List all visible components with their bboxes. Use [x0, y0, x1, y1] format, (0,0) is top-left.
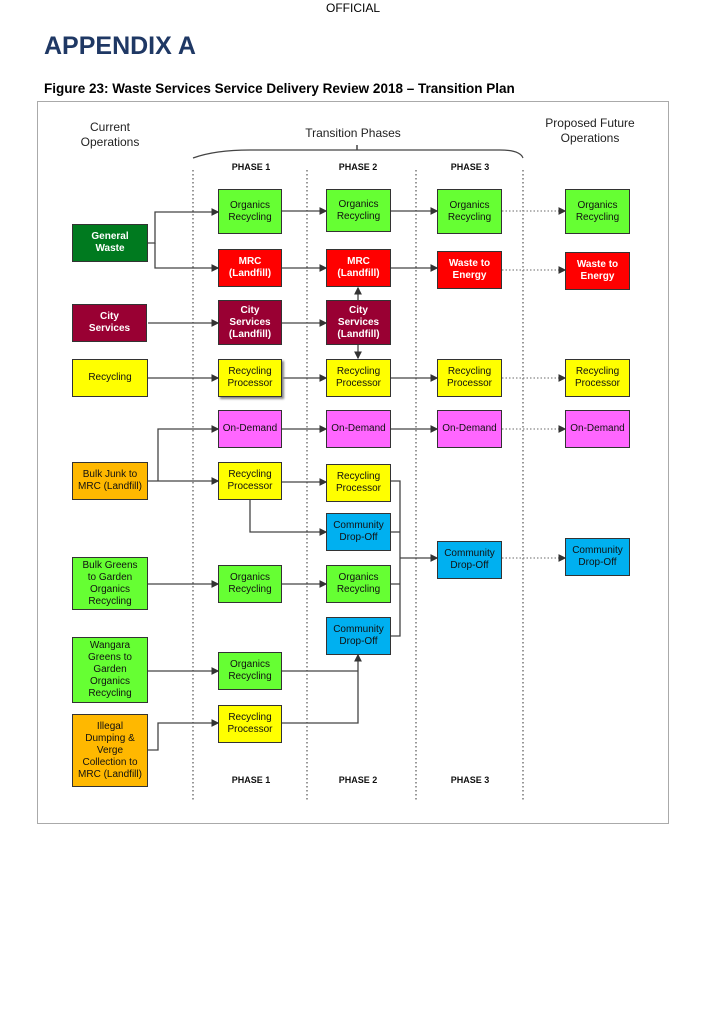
figure-frame — [37, 101, 669, 824]
connector-arrow — [148, 208, 220, 244]
box-c4-organics: Organics Recycling — [565, 189, 630, 234]
phase-1-top-label: PHASE 1 — [231, 162, 271, 172]
box-c1-organics: Organics Recycling — [218, 189, 282, 234]
box-c0-wangara: Wangara Greens to Garden Organics Recycl… — [72, 637, 148, 703]
phase-3-top-label: PHASE 3 — [450, 162, 490, 172]
box-c1-recproc3: Recycling Processor — [218, 705, 282, 743]
box-c2-cdo2: Community Drop-Off — [326, 617, 391, 655]
box-c4-recproc: Recycling Processor — [565, 359, 630, 397]
current-operations-heading: Current Operations — [80, 120, 140, 149]
connector-arrow — [148, 719, 220, 751]
box-c1-recproc2: Recycling Processor — [218, 462, 282, 500]
box-c0-bulkgreens: Bulk Greens to Garden Organics Recycling — [72, 557, 148, 610]
box-c3-cdo: Community Drop-Off — [437, 541, 502, 579]
box-c2-cdo: Community Drop-Off — [326, 513, 391, 551]
box-c0-recycling: Recycling — [72, 359, 148, 397]
box-c3-wte: Waste to Energy — [437, 251, 502, 289]
box-c0-city: City Services — [72, 304, 147, 342]
box-c3-organics: Organics Recycling — [437, 189, 502, 234]
classification-label: OFFICIAL — [325, 1, 380, 15]
page-title: APPENDIX A — [44, 32, 196, 60]
box-c2-organics: Organics Recycling — [326, 189, 391, 232]
transition-phases-heading: Transition Phases — [305, 126, 401, 140]
figure-caption: Figure 23: Waste Services Service Delive… — [44, 81, 515, 96]
phase-1-bottom-label: PHASE 1 — [231, 775, 271, 785]
box-c4-ondemand: On-Demand — [565, 410, 630, 448]
box-c1-ondemand: On-Demand — [218, 410, 282, 448]
box-c2-recproc: Recycling Processor — [326, 359, 391, 397]
box-c2-recproc2: Recycling Processor — [326, 464, 391, 502]
phase-2-top-label: PHASE 2 — [338, 162, 378, 172]
box-c1-organics2: Organics Recycling — [218, 565, 282, 603]
box-c0-bulkjunk: Bulk Junk to MRC (Landfill) — [72, 462, 148, 500]
box-c1-recproc: Recycling Processor — [218, 359, 282, 397]
connector-arrow — [157, 425, 220, 481]
box-c4-cdo: Community Drop-Off — [565, 538, 630, 576]
box-c2-ondemand: On-Demand — [326, 410, 391, 448]
box-c1-city: City Services (Landfill) — [218, 300, 282, 345]
box-c3-ondemand: On-Demand — [437, 410, 502, 448]
connector-arrow — [249, 500, 328, 536]
box-c2-mrc: MRC (Landfill) — [326, 249, 391, 287]
phase-3-bottom-label: PHASE 3 — [450, 775, 490, 785]
connector-arrow — [391, 480, 401, 637]
connector-arrow — [282, 653, 362, 724]
connector-arrow — [154, 243, 220, 272]
phase-2-bottom-label: PHASE 2 — [338, 775, 378, 785]
box-c0-illegal: Illegal Dumping & Verge Collection to MR… — [72, 714, 148, 787]
box-c4-wte: Waste to Energy — [565, 252, 630, 290]
box-c1-mrc: MRC (Landfill) — [218, 249, 282, 287]
box-c0-general: General Waste — [72, 224, 148, 262]
future-operations-heading: Proposed Future Operations — [545, 116, 635, 145]
box-c1-organics3: Organics Recycling — [218, 652, 282, 690]
transition-brace — [192, 149, 524, 159]
box-c3-recproc: Recycling Processor — [437, 359, 502, 397]
box-c2-organics2: Organics Recycling — [326, 565, 391, 603]
box-c2-city: City Services (Landfill) — [326, 300, 391, 345]
